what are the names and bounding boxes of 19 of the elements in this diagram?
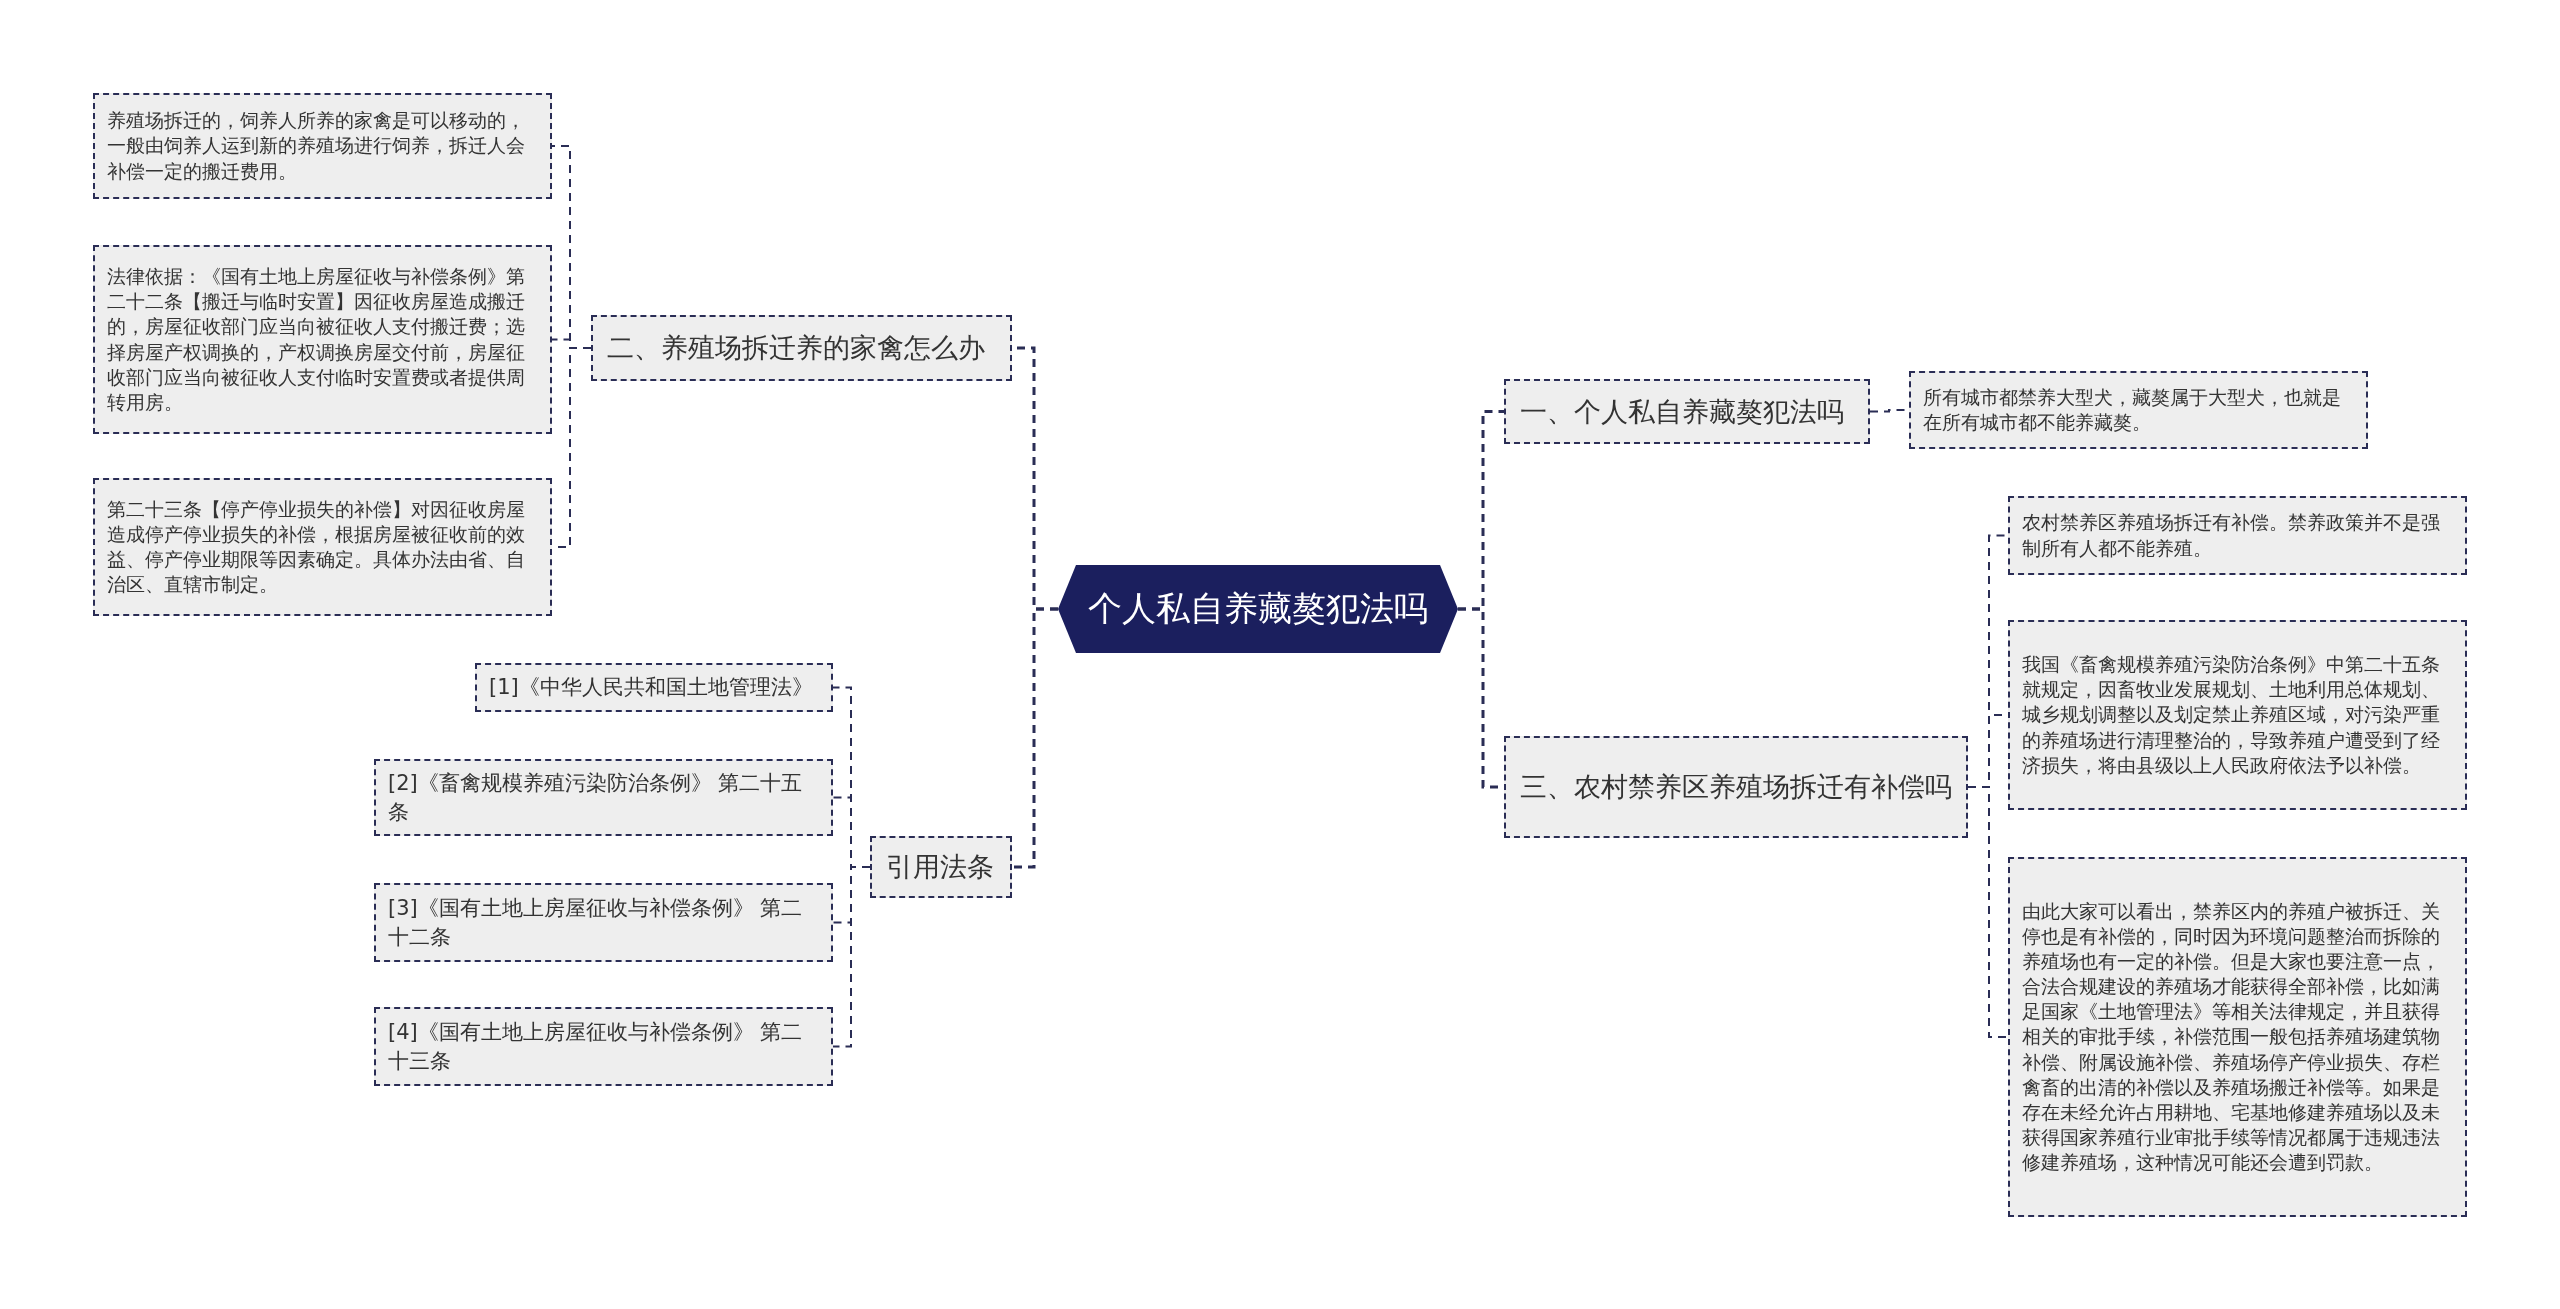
topic-box: 二、养殖场拆迁养的家禽怎么办 bbox=[591, 315, 1012, 381]
text-box: 农村禁养区养殖场拆迁有补偿。禁养政策并不是强制所有人都不能养殖。 bbox=[2008, 496, 2467, 575]
connector-line bbox=[1012, 607, 1058, 869]
text-box: 第二十三条【停产停业损失的补偿】对因征收房屋造成停产停业损失的补偿，根据房屋被征收前的效益、停产停业期限等因素确定。具体办法由省、自治区、直辖市制定。 bbox=[93, 478, 552, 616]
topic-box: 引用法条 bbox=[870, 836, 1012, 898]
text-box: 法律依据：《国有土地上房屋征收与补偿条例》第二十二条【搬迁与临时安置】因征收房屋造成搬迁的，房屋征收部门应当向被征收人支付搬迁费；选择房屋产权调换的，产权调换房屋交付前，房屋征收部门应当向被征收人支付临时安置费或者提供周转用房。 bbox=[93, 245, 552, 434]
text-box: 我国《畜禽规模养殖污染防治条例》中第二十五条就规定，因畜牧业发展规划、土地利用总体规划、城乡规划调整以及划定禁止养殖区域，对污染严重的养殖场进行清理整治的，导致养殖户遭受到了经济损失，将由县级以上人民政府依法予以补偿。 bbox=[2008, 620, 2467, 810]
reference-box: [1]《中华人民共和国土地管理法》 bbox=[475, 663, 833, 712]
topic-box: 一、个人私自养藏獒犯法吗 bbox=[1504, 379, 1870, 444]
connector-line bbox=[832, 866, 871, 1048]
reference-box: [3]《国有土地上房屋征收与补偿条例》 第二十二条 bbox=[374, 883, 833, 962]
text-box: 养殖场拆迁的，饲养人所养的家禽是可以移动的，一般由饲养人运到新的养殖场进行饲养，拆迁人会补偿一定的搬迁费用。 bbox=[93, 93, 552, 199]
connector-line bbox=[1967, 786, 2009, 1038]
text-box: 所有城市都禁养大型犬，藏獒属于大型犬，也就是在所有城市都不能养藏獒。 bbox=[1909, 371, 2368, 449]
reference-box: [2]《畜禽规模养殖污染防治条例》 第二十五条 bbox=[374, 759, 833, 836]
text-box: 由此大家可以看出，禁养区内的养殖户被拆迁、关停也是有补偿的，同时因为环境问题整治而拆除的养殖场也有一定的补偿。但是大家也要注意一点，合法合规建设的养殖场才能获得全部补偿，比如满足国家《土地管理法》等相关法律规定，并且获得相关的审批手续，补偿范围一般包括养殖场建筑物补偿、附属设施补偿、养殖场停产停业损失、存栏禽畜的出清的补偿以及养殖场搬迁补偿等。如果是存在未经允许占用耕地、宅基地修建养殖场以及未获得国家养殖行业审批手续等情况都属于违规违法修建养殖场，这种情况可能还会遭到罚款。 bbox=[2008, 857, 2467, 1217]
central-topic-hexagon: 个人私自养藏獒犯法吗 bbox=[1058, 565, 1458, 653]
reference-box: [4]《国有土地上房屋征收与补偿条例》 第二十三条 bbox=[374, 1007, 833, 1086]
topic-box: 三、农村禁养区养殖场拆迁有补偿吗 bbox=[1504, 736, 1968, 838]
